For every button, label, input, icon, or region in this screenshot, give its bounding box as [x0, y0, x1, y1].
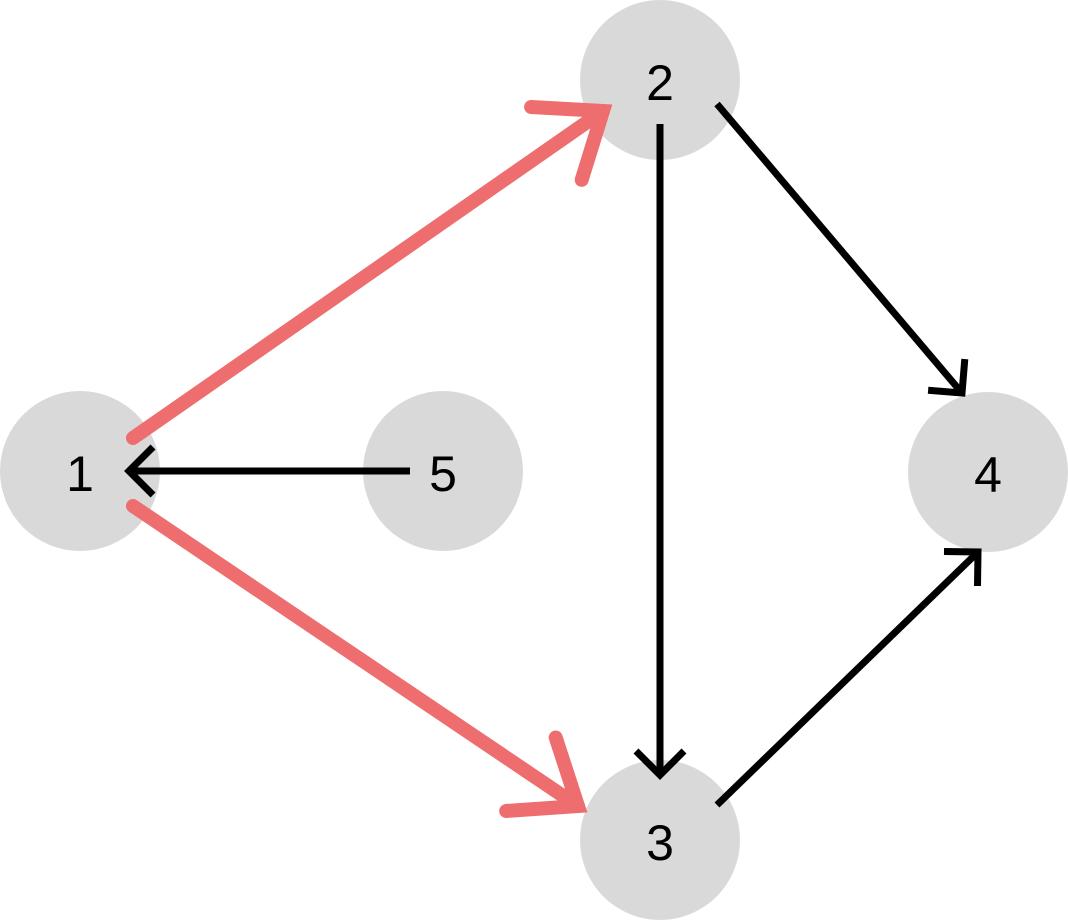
edge-3-to-4 [714, 548, 982, 808]
node-label: 1 [66, 446, 94, 502]
arrowhead-icon [927, 358, 969, 397]
node-label: 5 [429, 446, 457, 502]
node-circle [0, 391, 160, 551]
node-5: 5 [363, 391, 523, 551]
node-1: 1 [0, 391, 160, 551]
arrowhead-icon [524, 100, 613, 187]
edge-line [126, 499, 585, 813]
node-circle [580, 0, 740, 160]
edge-line [714, 101, 965, 396]
node-3: 3 [580, 760, 740, 920]
node-label: 2 [646, 55, 674, 111]
edge-line [714, 549, 981, 808]
arrowhead-icon [633, 748, 687, 780]
edges-layer [124, 100, 982, 818]
edge-2-to-3 [633, 124, 687, 780]
node-circle [908, 392, 1068, 552]
arrowhead-icon [943, 548, 982, 587]
edge-2-to-4 [714, 101, 969, 397]
arrowhead-icon [499, 730, 588, 818]
node-circle [363, 391, 523, 551]
node-label: 3 [646, 815, 674, 871]
node-2: 2 [580, 0, 740, 160]
arrowhead-icon [124, 444, 156, 498]
edge-line [126, 104, 610, 445]
edge-5-to-1 [124, 444, 410, 498]
edge-1-to-3 [126, 499, 588, 818]
edge-1-to-2 [126, 100, 613, 445]
node-label: 4 [974, 447, 1002, 503]
node-circle [580, 760, 740, 920]
node-4: 4 [908, 392, 1068, 552]
